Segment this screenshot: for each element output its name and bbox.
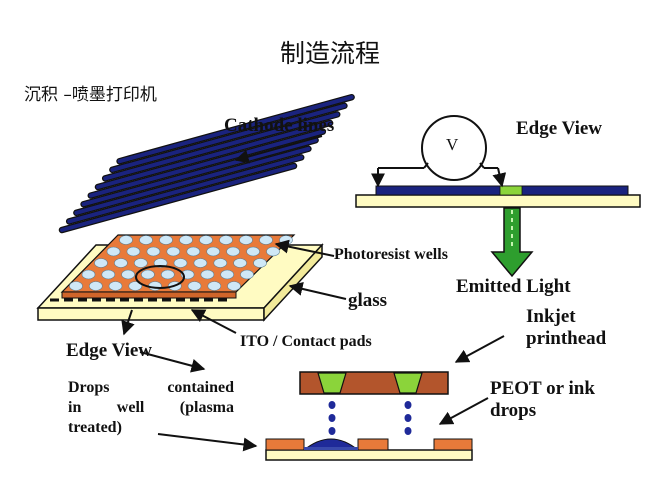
well-dot bbox=[213, 258, 228, 268]
cathode-lines bbox=[58, 93, 355, 234]
inkjet-label-line2: printhead bbox=[526, 328, 607, 349]
well-dot bbox=[186, 246, 201, 257]
cathode-line bbox=[81, 138, 318, 207]
cathode-line bbox=[67, 155, 304, 224]
well-dot bbox=[227, 281, 241, 291]
peot-label-line2: drops bbox=[490, 400, 537, 421]
well-dot bbox=[128, 281, 143, 291]
cathode-line bbox=[117, 95, 354, 164]
well-dot bbox=[179, 235, 193, 245]
ink-drop bbox=[404, 414, 412, 422]
well-dot bbox=[139, 235, 153, 245]
well-dot bbox=[233, 258, 247, 268]
drops-label-word: in bbox=[68, 399, 82, 416]
drops-label-word: Drops bbox=[68, 379, 110, 396]
drops-label-word: treated) bbox=[68, 419, 122, 436]
ink-drop bbox=[328, 427, 336, 435]
well-dot bbox=[148, 281, 162, 291]
well-dot bbox=[69, 281, 83, 291]
well-dot bbox=[126, 246, 141, 257]
ink-drop bbox=[404, 401, 412, 409]
cathode-line bbox=[103, 112, 340, 181]
peot-label-line1: PEOT or ink bbox=[490, 378, 595, 399]
inkjet-label-line1: Inkjet bbox=[526, 306, 576, 327]
well-dot bbox=[114, 258, 128, 268]
inkjet-printhead-label: Inkjet printhead bbox=[526, 306, 606, 350]
well-dot bbox=[187, 281, 202, 291]
peot-drops-label: PEOT or ink drops bbox=[490, 378, 595, 422]
inkjet-printhead bbox=[299, 371, 449, 395]
edge-view-top bbox=[355, 115, 641, 208]
well-dot bbox=[101, 269, 116, 280]
ink-drop bbox=[328, 414, 336, 422]
ink-drop bbox=[404, 427, 412, 435]
well-dot bbox=[259, 235, 273, 245]
well-dot bbox=[166, 246, 181, 257]
cathode-line bbox=[110, 103, 347, 172]
ito-pads-label: ITO / Contact pads bbox=[240, 333, 372, 350]
well-dot bbox=[119, 235, 133, 245]
well-highlight-circle bbox=[135, 265, 185, 289]
well-dot bbox=[239, 235, 253, 245]
cathode-line bbox=[96, 121, 332, 189]
well-dot bbox=[141, 269, 155, 280]
well-dot bbox=[121, 269, 135, 280]
edge-view-bottom-label: Edge View bbox=[66, 340, 153, 361]
voltmeter-symbol bbox=[421, 115, 487, 181]
well-dot bbox=[206, 246, 220, 257]
bottom-substrate bbox=[265, 438, 473, 461]
well-dot bbox=[173, 258, 188, 268]
photoresist-wells-label: Photoresist wells bbox=[334, 246, 448, 263]
cathode-line bbox=[74, 146, 311, 215]
glass-label: glass bbox=[348, 290, 388, 311]
well-dot bbox=[161, 269, 175, 280]
ink-drops bbox=[328, 401, 412, 435]
emitted-light-arrow bbox=[490, 207, 534, 278]
well-dot bbox=[159, 235, 173, 245]
well-dot bbox=[81, 269, 96, 280]
cathode-line bbox=[60, 164, 296, 232]
well-dot bbox=[200, 269, 215, 280]
page-title: 制造流程 bbox=[279, 39, 380, 68]
well-dot bbox=[253, 258, 267, 268]
well-dot bbox=[146, 246, 161, 257]
well-dot bbox=[199, 235, 213, 245]
well-dot bbox=[279, 235, 293, 245]
page-subtitle: 沉积 –喷墨打印机 bbox=[24, 85, 157, 105]
cathode-lines-label: Cathode lines bbox=[224, 115, 335, 136]
drops-label-word: (plasma bbox=[179, 399, 234, 416]
drops-label-word: well bbox=[116, 399, 145, 416]
ink-drop bbox=[328, 401, 336, 409]
well-dot bbox=[246, 246, 260, 257]
well-dot bbox=[108, 281, 123, 291]
well-dot bbox=[207, 281, 222, 291]
well-dot bbox=[134, 258, 148, 268]
cathode-line bbox=[88, 129, 325, 198]
drops-contained-label: Drops contained in well (plasma treated) bbox=[68, 378, 234, 438]
well-dot bbox=[219, 235, 233, 245]
well-dot bbox=[226, 246, 240, 257]
well-dot bbox=[193, 258, 208, 268]
well-dot bbox=[94, 258, 108, 268]
well-dot bbox=[89, 281, 103, 291]
photoresist-wells bbox=[69, 235, 293, 291]
voltmeter-label: V bbox=[446, 135, 459, 154]
well-dot bbox=[220, 269, 234, 280]
drops-label-word: contained bbox=[167, 379, 234, 396]
well-dot bbox=[106, 246, 121, 257]
well-dot bbox=[240, 269, 254, 280]
pointer-arrows bbox=[121, 135, 505, 452]
edge-view-top-label: Edge View bbox=[516, 118, 603, 139]
well-dot bbox=[266, 246, 280, 257]
emitted-light-label: Emitted Light bbox=[456, 276, 571, 297]
